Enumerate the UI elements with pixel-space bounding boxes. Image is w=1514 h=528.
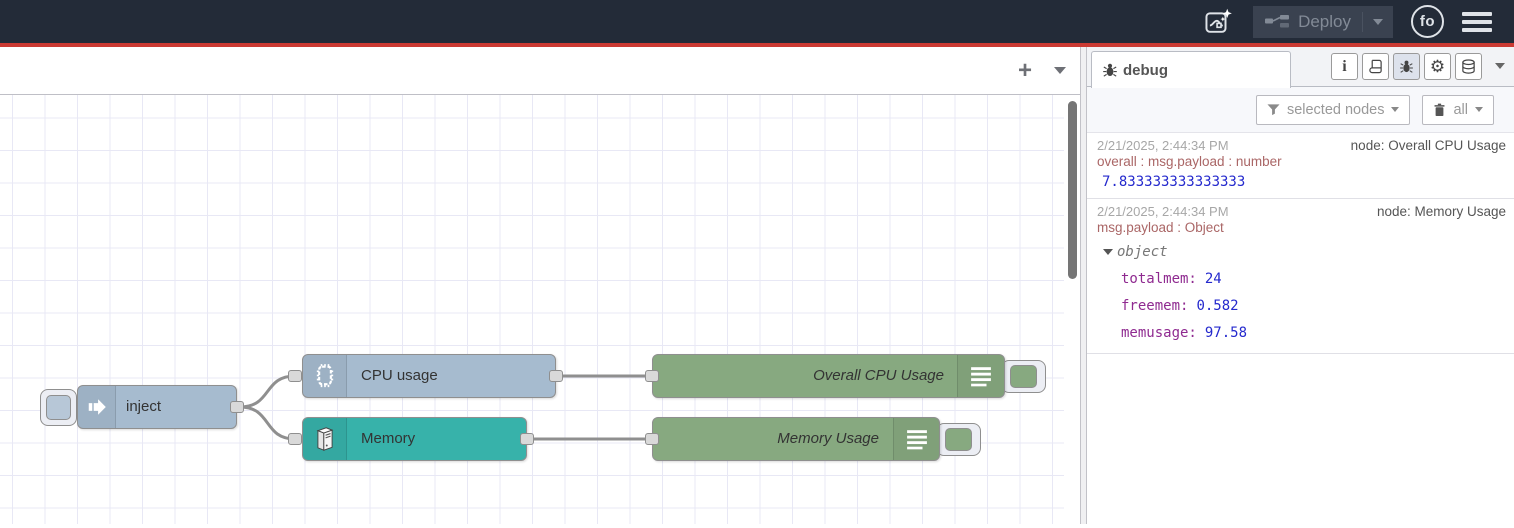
wire-layer: [239, 374, 648, 441]
main-menu-icon[interactable]: [1462, 11, 1492, 32]
add-flow-button[interactable]: +: [1017, 56, 1032, 84]
message-source-node[interactable]: node: Overall CPU Usage: [1350, 138, 1506, 153]
flow-canvas[interactable]: inject CPU usage: [0, 95, 1080, 524]
port-memory-usage-in[interactable]: [645, 433, 659, 445]
port-inject-out[interactable]: [230, 401, 244, 413]
bug-icon: [1103, 63, 1117, 77]
debug-lines-icon: [893, 418, 939, 460]
gear-icon: ⚙: [1429, 56, 1446, 76]
help-tab-button[interactable]: [1362, 53, 1389, 80]
message-timestamp: 2/21/2025, 2:44:34 PM: [1097, 138, 1229, 153]
node-label: Memory Usage: [777, 430, 879, 447]
node-memory[interactable]: Memory: [302, 417, 527, 461]
port-memory-out[interactable]: [520, 433, 534, 445]
message-source-node[interactable]: node: Memory Usage: [1376, 204, 1506, 219]
object-label: object: [1117, 244, 1168, 260]
object-entry: memusage: 97.58: [1097, 320, 1506, 347]
node-label: Overall CPU Usage: [813, 367, 944, 384]
wire[interactable]: [239, 374, 296, 409]
trash-icon: [1434, 103, 1445, 116]
message-value: 7.833333333333333: [1102, 174, 1246, 190]
node-overall-cpu-usage[interactable]: Overall CPU Usage: [652, 354, 1005, 398]
clear-label: all: [1453, 101, 1468, 118]
sidebar-tabbar: debug i: [1087, 47, 1514, 88]
port-overall-cpu-in[interactable]: [645, 370, 659, 382]
node-label: inject: [126, 398, 162, 415]
debug-filter-button[interactable]: selected nodes: [1255, 94, 1411, 125]
tab-debug[interactable]: debug: [1091, 51, 1291, 88]
database-icon: [1462, 58, 1475, 74]
entry-key: memusage:: [1121, 325, 1197, 341]
config-tab-button[interactable]: ⚙: [1424, 53, 1451, 80]
object-entry: freemem: 0.582: [1097, 293, 1506, 320]
entry-key: totalmem:: [1121, 271, 1197, 287]
inject-run-button-inner[interactable]: [46, 395, 71, 420]
node-cpu-usage[interactable]: CPU usage: [302, 354, 556, 398]
message-topic: overall : msg.payload : number: [1097, 154, 1282, 169]
tab-debug-label: debug: [1123, 61, 1168, 79]
sidebar: debug i: [1087, 47, 1514, 524]
book-icon: [1369, 59, 1382, 74]
canvas-scrollbar[interactable]: [1064, 95, 1080, 524]
user-avatar[interactable]: fo: [1411, 5, 1444, 38]
ai-assistant-icon[interactable]: [1201, 5, 1235, 39]
object-collapse-toggle[interactable]: object: [1097, 239, 1506, 266]
collapse-triangle-icon: [1103, 249, 1113, 255]
chevron-down-icon: [1391, 107, 1400, 112]
chevron-down-icon: [1475, 107, 1483, 112]
sidebar-splitter[interactable]: [1080, 47, 1087, 524]
debug-message: 2/21/2025, 2:44:34 PM node: Overall CPU …: [1087, 133, 1514, 199]
port-cpu-out[interactable]: [549, 370, 563, 382]
debug-lines-icon: [957, 355, 1004, 397]
port-cpu-in[interactable]: [288, 370, 302, 382]
wire[interactable]: [239, 405, 296, 441]
info-icon: i: [1342, 57, 1347, 75]
object-tree: object totalmem: 24 freemem: 0.582 memusag…: [1097, 235, 1506, 347]
port-memory-in[interactable]: [288, 433, 302, 445]
workspace: + inject: [0, 47, 1080, 524]
deploy-button[interactable]: Deploy: [1253, 5, 1393, 38]
canvas-scrollbar-thumb[interactable]: [1068, 101, 1077, 279]
sidebar-options-icon[interactable]: [1495, 63, 1505, 69]
filter-funnel-icon: [1267, 104, 1280, 116]
deploy-options-button[interactable]: [1362, 11, 1383, 32]
node-label: Memory: [361, 430, 416, 447]
filter-label: selected nodes: [1286, 101, 1385, 118]
message-timestamp: 2/21/2025, 2:44:34 PM: [1097, 204, 1229, 219]
entry-value: 24: [1204, 271, 1222, 287]
cpu-chip-icon: [303, 355, 347, 397]
deploy-icon: [1265, 15, 1290, 28]
debug-toggle-button-inner[interactable]: [1010, 365, 1037, 388]
flow-tabbar: +: [0, 47, 1080, 95]
info-tab-button[interactable]: i: [1331, 53, 1358, 80]
debug-message: 2/21/2025, 2:44:34 PM node: Memory Usage…: [1087, 199, 1514, 354]
flow-list-dropdown-icon[interactable]: [1054, 67, 1066, 74]
debug-tab-button[interactable]: [1393, 53, 1420, 80]
header: Deploy fo: [0, 0, 1514, 47]
chevron-down-icon: [1373, 18, 1383, 25]
object-entry: totalmem: 24: [1097, 266, 1506, 293]
debug-toggle-button-inner[interactable]: [945, 428, 972, 451]
server-tower-icon: [303, 418, 347, 460]
inject-arrow-icon: [78, 386, 116, 428]
entry-value: 97.58: [1204, 325, 1248, 341]
deploy-label: Deploy: [1298, 11, 1351, 31]
node-memory-usage[interactable]: Memory Usage: [652, 417, 940, 461]
context-tab-button[interactable]: [1455, 53, 1482, 80]
debug-message-list: 2/21/2025, 2:44:34 PM node: Overall CPU …: [1087, 133, 1514, 524]
entry-value: 0.582: [1196, 298, 1239, 314]
bug-icon: [1400, 60, 1413, 73]
debug-clear-button[interactable]: all: [1422, 94, 1494, 125]
node-label: CPU usage: [361, 367, 438, 384]
node-inject[interactable]: inject: [77, 385, 237, 429]
entry-key: freemem:: [1121, 298, 1189, 314]
debug-toolbar: selected nodes all: [1087, 87, 1514, 133]
message-topic: msg.payload : Object: [1097, 220, 1224, 235]
